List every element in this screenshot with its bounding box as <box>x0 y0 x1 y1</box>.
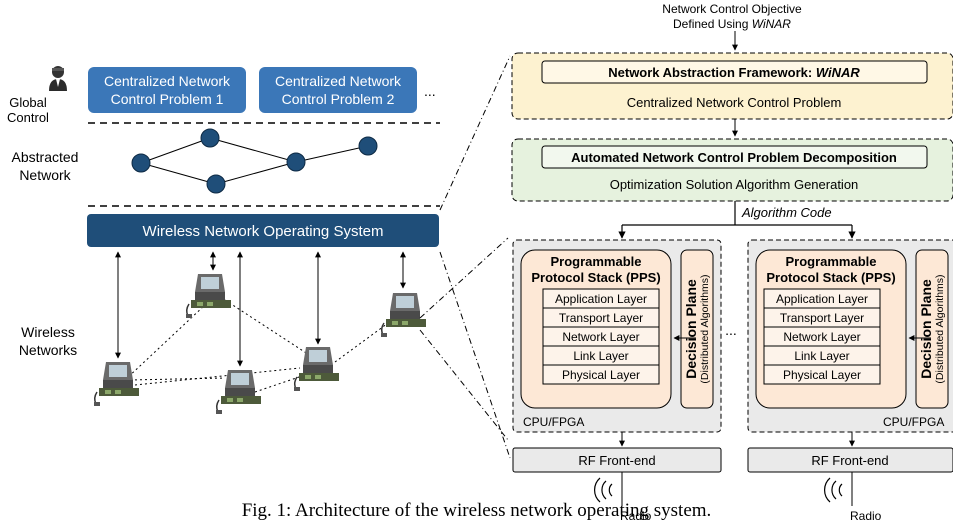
decision-plane-label: Decision Plane <box>683 279 699 379</box>
pps-unit-1: Programmable Protocol Stack (PPS) Applic… <box>513 240 721 432</box>
decision-plane-label: Decision Plane <box>918 279 934 379</box>
layer-application: Application Layer <box>776 292 868 306</box>
control-problem-1-box <box>88 67 246 113</box>
algorithm-code-arrows <box>618 201 856 239</box>
layer-box <box>763 364 881 385</box>
layer-application: Application Layer <box>555 292 647 306</box>
layer-network: Network Layer <box>562 330 639 344</box>
radio-wave-icon <box>594 477 613 503</box>
decomposition-title: Automated Network Control Problem Decomp… <box>571 150 897 165</box>
radio-label-1: Radio <box>620 509 652 523</box>
graph-node <box>200 128 220 148</box>
layer-link: Link Layer <box>794 349 849 363</box>
objective-line-2: Defined Using WiNAR <box>673 17 791 31</box>
problems-ellipsis: ... <box>424 83 436 99</box>
pps-title-2: Protocol Stack (PPS) <box>766 270 895 285</box>
user-icon <box>49 66 67 91</box>
radio-2: Radio <box>824 472 882 523</box>
rf-label-2: RF Front-end <box>811 453 888 468</box>
graph-node <box>206 174 226 194</box>
layer-physical: Physical Layer <box>783 368 861 382</box>
wireless-links <box>124 299 396 393</box>
pps-title-1: Programmable <box>550 254 641 269</box>
control-problem-2-box <box>259 67 417 113</box>
cpu-label: CPU/FPGA <box>883 415 944 429</box>
control-problem-2-line1: Centralized Network <box>275 73 402 89</box>
figure-caption: Fig. 1: Architecture of the wireless net… <box>241 500 712 521</box>
wnos-links <box>115 251 406 367</box>
framework-title-box <box>541 60 928 84</box>
decision-plane-sub: (Distributed Algorithms) <box>699 274 711 383</box>
rf-frontend-1 <box>512 447 722 473</box>
zoom-connectors <box>419 55 511 459</box>
algorithm-code-label: Algorithm Code <box>741 205 832 220</box>
objective-line-1: Network Control Objective <box>662 2 802 16</box>
layer-transport: Transport Layer <box>559 311 643 325</box>
wnos-bar <box>87 214 439 247</box>
decision-plane-sub: (Distributed Algorithms) <box>934 274 946 383</box>
pps-unit-2: Programmable Protocol Stack (PPS) Applic… <box>748 240 953 432</box>
framework-subtitle: Centralized Network Control Problem <box>627 95 842 110</box>
radio-wave-icon <box>824 477 843 503</box>
laptop-node-icon <box>215 369 262 415</box>
layer-transport: Transport Layer <box>780 311 864 325</box>
laptop-node-icon <box>293 346 340 392</box>
decomposition-title-box <box>541 145 928 169</box>
layer-box <box>542 364 660 385</box>
control-problem-2-line2: Control Problem 2 <box>282 91 395 107</box>
layer-network: Network Layer <box>783 330 860 344</box>
layer-link: Link Layer <box>573 349 628 363</box>
abstracted-network-label-2: Network <box>19 167 71 183</box>
graph-node <box>286 152 306 172</box>
control-problem-1-line2: Control Problem 1 <box>111 91 224 107</box>
radio-label-2: Radio <box>850 509 882 523</box>
wireless-networks-label-1: Wireless <box>21 324 75 340</box>
laptop-node-icon <box>380 292 427 338</box>
layer-physical: Physical Layer <box>562 368 640 382</box>
wnos-label: Wireless Network Operating System <box>143 223 384 240</box>
control-problem-1-line1: Centralized Network <box>104 73 231 89</box>
pps-title-1: Programmable <box>785 254 876 269</box>
framework-title: Network Abstraction Framework: WiNAR <box>608 65 860 80</box>
laptop-node-icon <box>185 273 232 319</box>
graph-node <box>131 153 151 173</box>
laptop-node-icon <box>93 361 140 407</box>
wireless-networks-label-2: Networks <box>19 342 77 358</box>
radio-1: Radio <box>594 472 652 523</box>
global-control-label-2: Control <box>7 110 49 125</box>
rf-label-1: RF Front-end <box>578 453 655 468</box>
cpu-label: CPU/FPGA <box>523 415 584 429</box>
decomposition-subtitle: Optimization Solution Algorithm Generati… <box>610 177 859 192</box>
units-ellipsis: ... <box>725 322 737 338</box>
global-control-label-1: Global <box>9 95 47 110</box>
rf-frontend-2 <box>747 447 953 473</box>
abstracted-network-graph <box>140 137 369 185</box>
graph-node <box>358 136 378 156</box>
pps-title-2: Protocol Stack (PPS) <box>531 270 660 285</box>
abstracted-network-label-1: Abstracted <box>12 149 79 165</box>
